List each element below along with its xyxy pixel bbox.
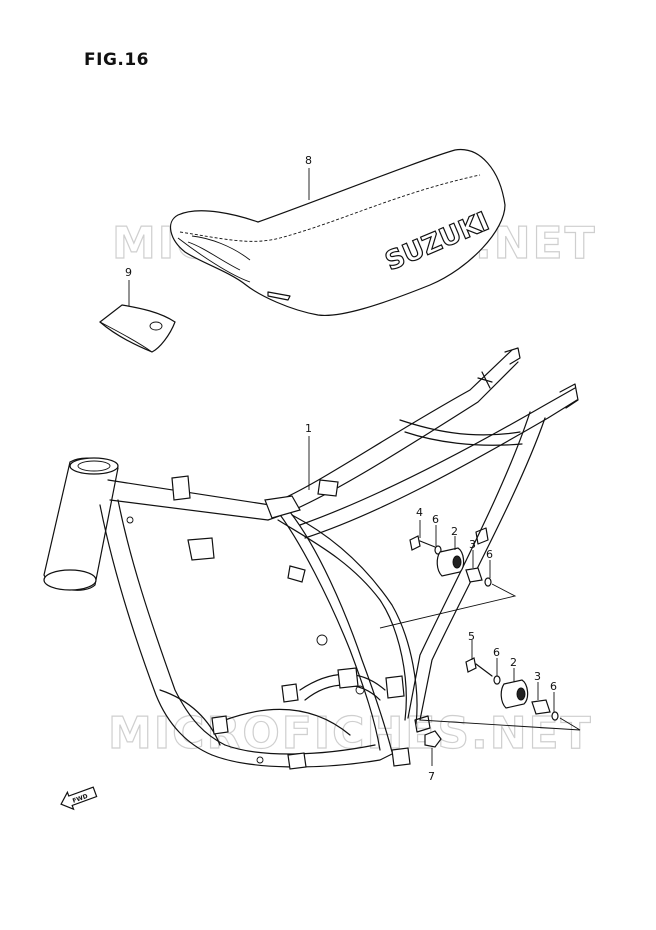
pad-part (99, 304, 176, 353)
callout-6a: 6 (432, 513, 439, 526)
callout-3a: 3 (469, 538, 476, 551)
callout-6b: 6 (486, 548, 493, 561)
hardware-upper (379, 535, 517, 629)
callout-5: 5 (468, 630, 475, 643)
watermark-bottom: MICROFICHES.NET (108, 708, 593, 759)
frame-part (43, 347, 579, 770)
callout-8: 8 (305, 154, 312, 167)
callout-9: 9 (125, 266, 132, 279)
callout-2b: 2 (510, 656, 517, 669)
hardware-lower (419, 657, 581, 766)
callout-7: 7 (428, 770, 435, 783)
callout-4: 4 (416, 506, 423, 519)
callout-6d: 6 (550, 680, 557, 693)
figure-title: FIG.16 (84, 50, 150, 70)
callout-6c: 6 (493, 646, 500, 659)
callout-2a: 2 (451, 525, 458, 538)
fwd-arrow-icon: FWD (60, 786, 98, 811)
callout-3b: 3 (534, 670, 541, 683)
seat-part: SUZUKI (169, 149, 506, 317)
callout-1: 1 (305, 422, 312, 435)
leader-lines (128, 168, 555, 712)
fwd-label: FWD (72, 793, 89, 805)
